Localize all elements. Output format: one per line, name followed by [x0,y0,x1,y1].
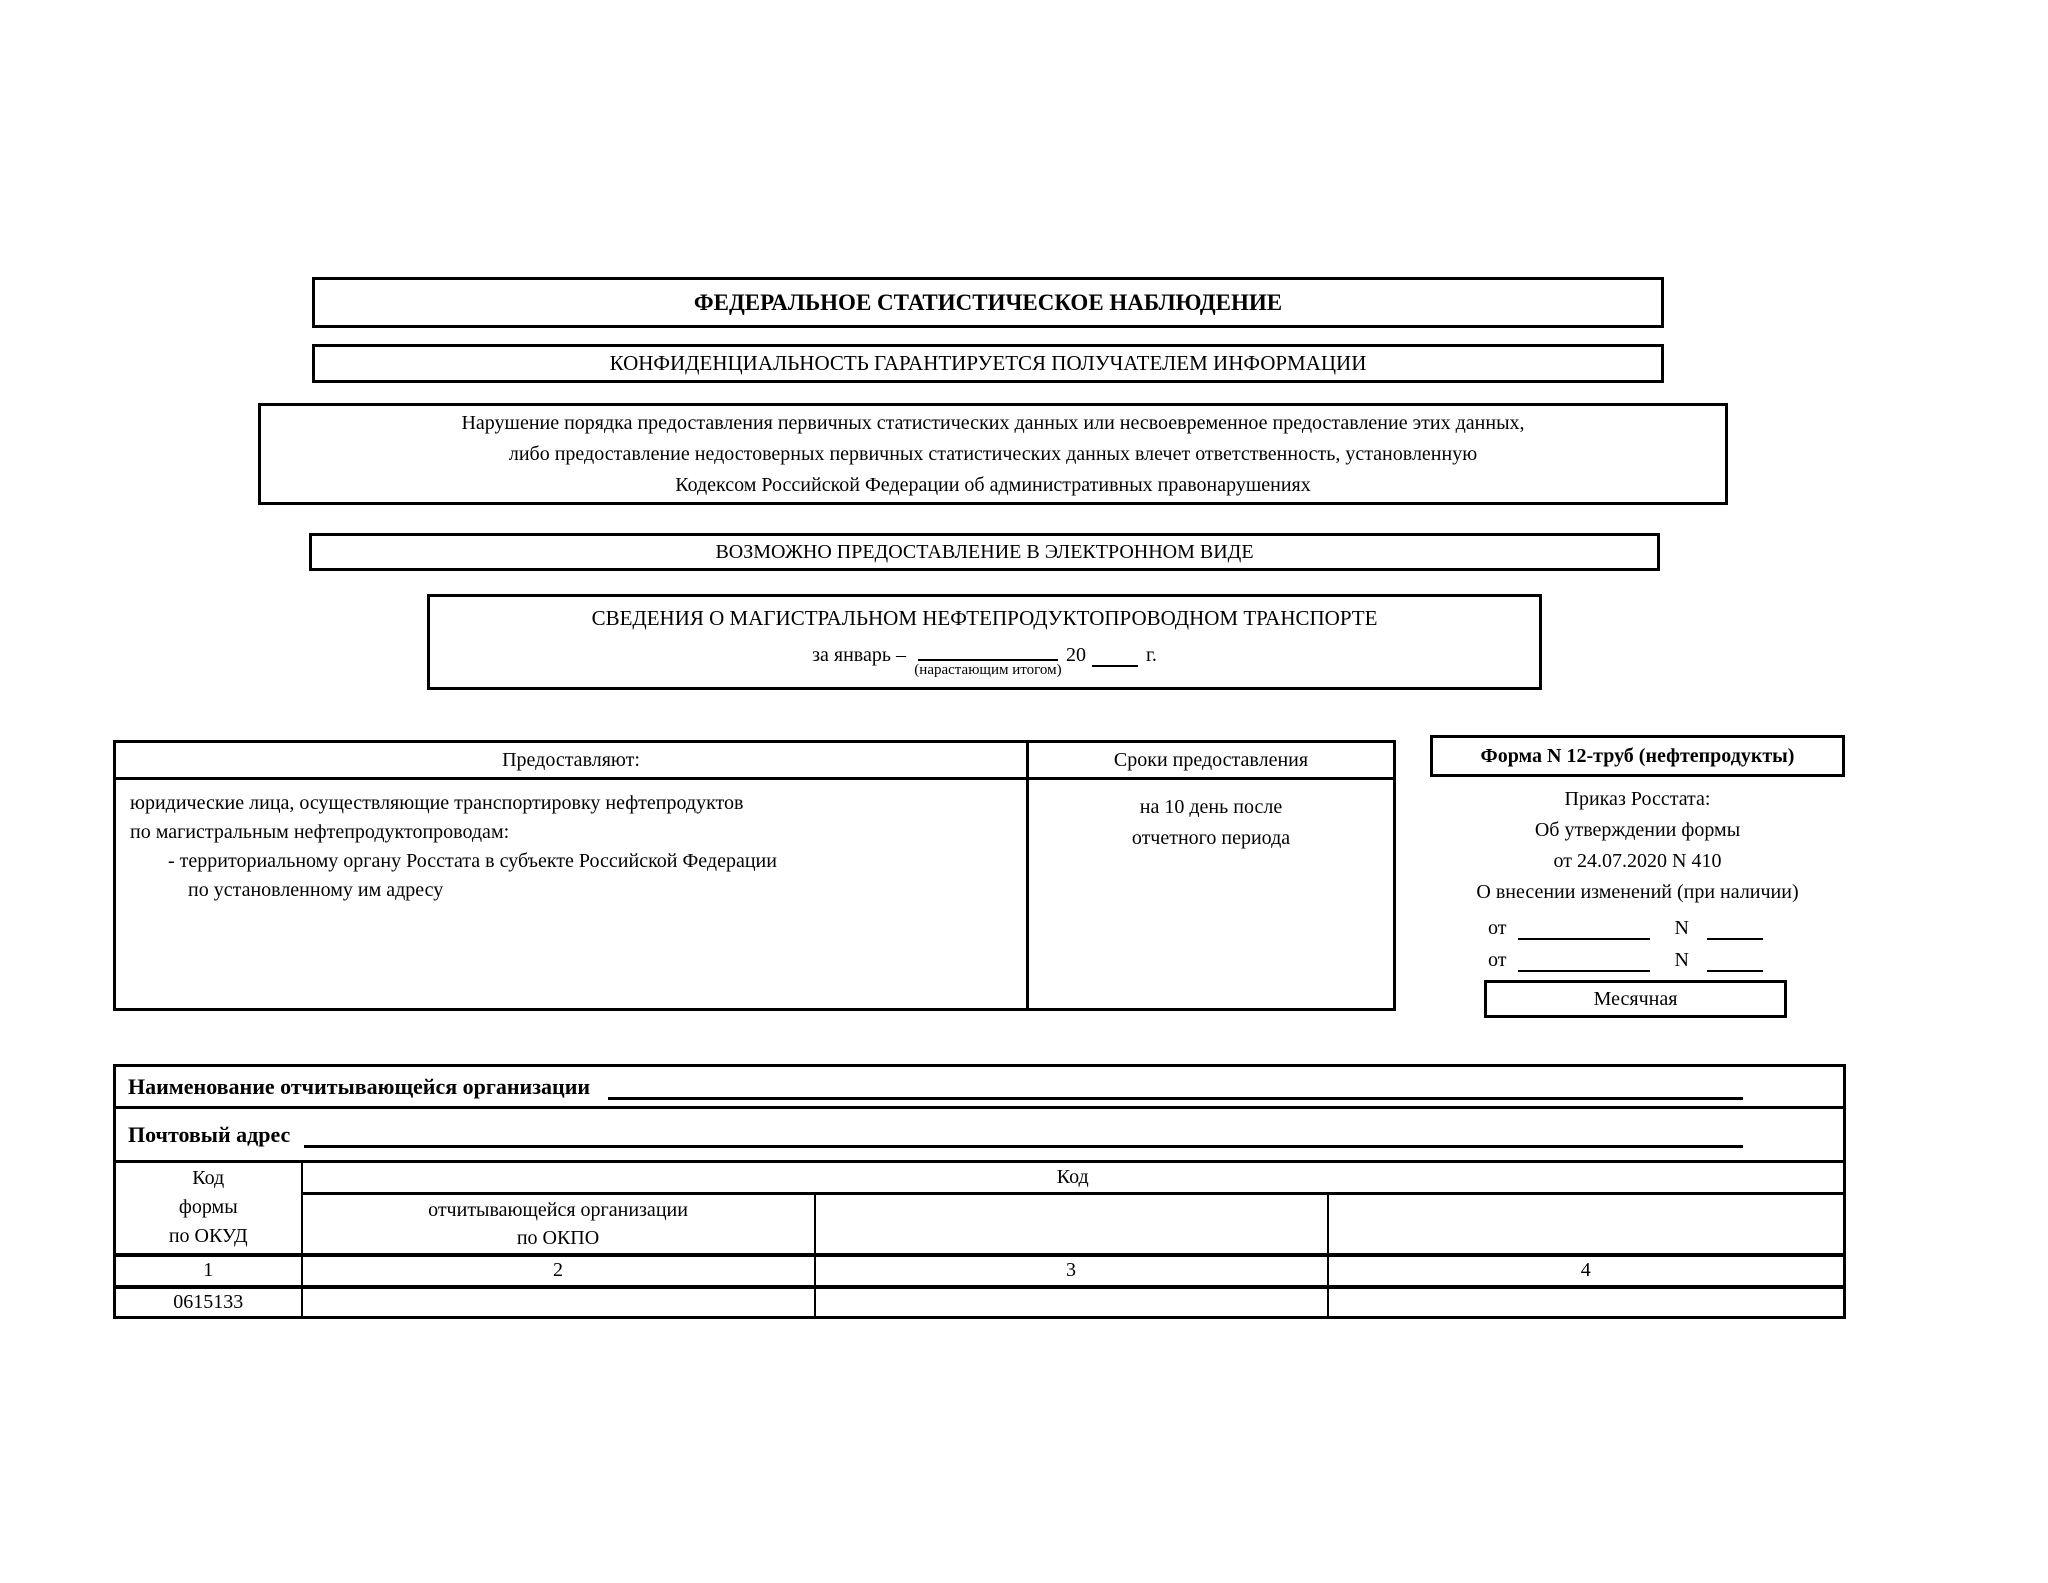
electronic-submission-banner: ВОЗМОЖНО ПРЕДОСТАВЛЕНИЕ В ЭЛЕКТРОННОМ ВИ… [309,533,1660,571]
periodicity-box: Месячная [1484,980,1787,1018]
providers-text-cell: юридические лица, осуществляющие транспо… [116,780,1029,1008]
providers-table: Предоставляют: Сроки предоставления юрид… [113,740,1396,1011]
column-numbers-row: 1 2 3 4 [113,1252,1846,1288]
period-month-blank [917,637,1058,661]
column-number: 4 [1326,1252,1846,1288]
column-number: 2 [300,1252,816,1288]
code-value-4 [1326,1284,1846,1319]
okud-header-line: формы [178,1196,238,1219]
okud-header-cell: Код формы по ОКУД [113,1160,303,1256]
form-info-block: Форма N 12-труб (нефтепродукты) Приказ Р… [1430,735,1845,1018]
confidentiality-text: КОНФИДЕНЦИАЛЬНОСТЬ ГАРАНТИРУЕТСЯ ПОЛУЧАТ… [609,351,1367,375]
report-period-line: за январь – (нарастающим итогом) 20 г. [430,637,1539,678]
postal-blank [304,1122,1744,1148]
order-line: от 24.07.2020 N 410 [1553,850,1722,872]
column-number: 3 [813,1252,1329,1288]
code-values-row: 0615133 [113,1284,1846,1319]
provider-line: по магистральным нефтепродуктопроводам: [130,821,510,843]
org-name-label: Наименование отчитывающейся организации [128,1073,591,1099]
code-header-row: Код формы по ОКУД Код [113,1160,1846,1256]
okpo-header-line: по ОКПО [516,1226,600,1249]
deadline-line: отчетного периода [1131,827,1291,849]
code-subheader-row: отчитывающейся организации по ОКПО [115,1192,1846,1256]
amendment-line-1: от N [1430,908,1845,940]
org-name-row: Наименование отчитывающейся организации [113,1064,1846,1109]
violation-line: Кодексом Российской Федерации об админис… [675,473,1311,496]
okpo-header-line: отчитывающейся организации [428,1198,688,1221]
org-name-blank [608,1074,1744,1100]
amendment-number-blank [1706,916,1763,940]
federal-observation-banner: ФЕДЕРАЛЬНОЕ СТАТИСТИЧЕСКОЕ НАБЛЮДЕНИЕ [312,277,1664,328]
providers-header-cell: Предоставляют: [116,743,1029,777]
org-code-table: Наименование отчитывающейся организации … [113,1064,1847,1319]
violation-line: Нарушение порядка предоставления первичн… [461,411,1525,434]
okud-code-value: 0615133 [113,1284,303,1319]
order-info: Приказ Росстата: Об утверждении формы от… [1430,784,1845,908]
code-header-cell-4 [1326,1192,1846,1256]
amendment-date-blank [1518,948,1651,972]
from-label: от [1488,917,1507,939]
period-prefix: за январь – [812,644,906,666]
provider-line: юридические лица, осуществляющие транспо… [130,792,744,814]
period-year-blank [1091,643,1138,667]
periodicity-text: Месячная [1593,987,1678,1010]
period-year-suffix: г. [1145,644,1157,666]
amendment-date-blank [1518,916,1651,940]
confidentiality-banner: КОНФИДЕНЦИАЛЬНОСТЬ ГАРАНТИРУЕТСЯ ПОЛУЧАТ… [312,344,1664,383]
okud-header-line: Код [192,1167,225,1190]
cumulative-note: (нарастающим итогом) [914,662,1062,678]
okpo-header-cell: отчитывающейся организации по ОКПО [300,1192,816,1256]
federal-observation-text: ФЕДЕРАЛЬНОЕ СТАТИСТИЧЕСКОЕ НАБЛЮДЕНИЕ [693,289,1283,315]
report-title-box: СВЕДЕНИЯ О МАГИСТРАЛЬНОМ НЕФТЕПРОДУКТОПР… [427,594,1542,690]
code-span-header-cell: Код [300,1160,1846,1195]
form-name-text: Форма N 12-труб (нефтепродукты) [1480,744,1795,767]
provider-line: - территориальному органу Росстата в суб… [168,850,777,872]
code-value-3 [813,1284,1329,1319]
code-header-cell-3 [813,1192,1329,1256]
deadline-header-cell: Сроки предоставления [1113,748,1309,771]
providers-table-header-row: Предоставляют: Сроки предоставления [116,743,1393,780]
period-month-blank-wrap: (нарастающим итогом) [914,637,1062,678]
violation-line: либо предоставление недостоверных первич… [508,442,1478,465]
order-line: Об утверждении формы [1534,819,1741,841]
okud-header-line: по ОКУД [168,1225,248,1248]
period-year-prefix: 20 [1065,644,1086,666]
from-label: от [1488,949,1507,971]
order-line: О внесении изменений (при наличии) [1476,881,1799,903]
number-label: N [1674,949,1689,971]
violation-notice: Нарушение порядка предоставления первичн… [258,403,1728,505]
okpo-code-value [300,1284,816,1319]
provider-line: по установленному им адресу [188,879,444,901]
number-label: N [1674,917,1689,939]
report-title: СВЕДЕНИЯ О МАГИСТРАЛЬНОМ НЕФТЕПРОДУКТОПР… [591,606,1378,630]
deadline-text-cell: на 10 день после отчетного периода [1029,780,1393,1008]
deadline-line: на 10 день после [1139,796,1283,818]
electronic-submission-text: ВОЗМОЖНО ПРЕДОСТАВЛЕНИЕ В ЭЛЕКТРОННОМ ВИ… [715,540,1254,563]
order-line: Приказ Росстата: [1564,788,1711,810]
column-number: 1 [113,1252,303,1288]
amendment-number-blank [1706,948,1763,972]
amendment-line-2: от N [1430,940,1845,972]
providers-table-body-row: юридические лица, осуществляющие транспо… [116,780,1393,1008]
postal-label: Почтовый адрес [128,1121,291,1147]
form-name-box: Форма N 12-труб (нефтепродукты) [1430,735,1845,777]
postal-address-row: Почтовый адрес [113,1106,1846,1163]
